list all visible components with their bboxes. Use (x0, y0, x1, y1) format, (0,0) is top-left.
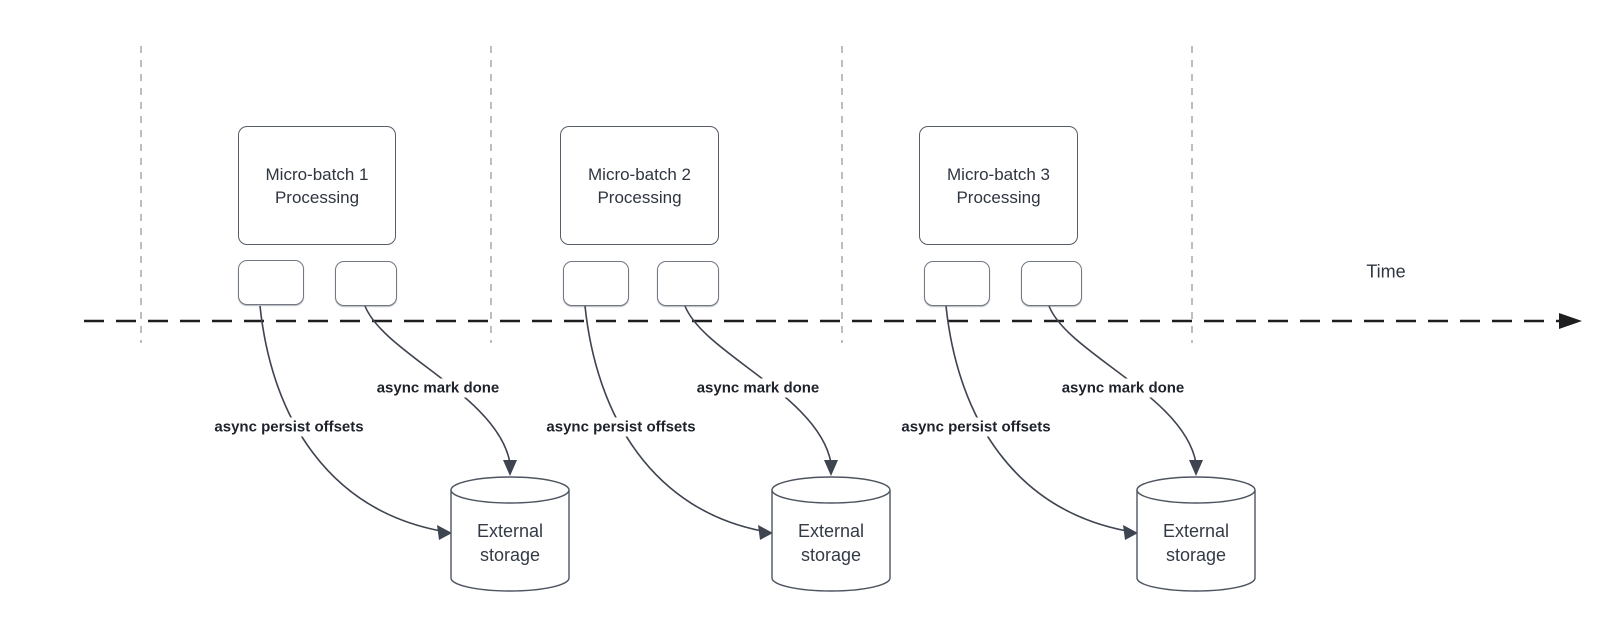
cylinder-top-1 (450, 476, 570, 504)
storage-cylinders (450, 476, 1256, 592)
mark-done-arrowhead-3 (1189, 460, 1203, 476)
persist-offsets-curve-1 (259, 305, 442, 532)
external-storage-cylinder-2 (771, 476, 891, 592)
external-storage-cylinder-1 (450, 476, 570, 592)
persist-offsets-curve-2 (584, 305, 763, 532)
persist-offsets-task-box-1 (238, 260, 304, 305)
external-storage-cylinder-3 (1136, 476, 1256, 592)
cylinder-top-3 (1136, 476, 1256, 504)
persist-arrowhead-2 (758, 525, 773, 540)
external-storage-label-3: External storage (1137, 519, 1255, 567)
persist-offsets-label-2: async persist offsets (543, 417, 699, 437)
mark-done-task-box-2 (657, 261, 719, 306)
mark-done-label-1: async mark done (373, 378, 503, 398)
cylinder-body-1 (450, 490, 570, 592)
microbatch-1-box: Micro-batch 1 Processing (238, 126, 396, 245)
external-storage-label-2: External storage (772, 519, 890, 567)
mark-done-curve-3 (1048, 305, 1197, 464)
microbatch-1-title-line1: Micro-batch 1 (265, 164, 369, 184)
external-storage-label-3-line1: External (1162, 521, 1230, 541)
persist-offsets-task-box-2 (563, 261, 629, 306)
persist-arrowhead-1 (437, 525, 452, 540)
mark-done-label-3: async mark done (1058, 378, 1188, 398)
mark-done-arrowhead-1 (503, 460, 517, 476)
mark-done-task-box-1 (335, 261, 397, 306)
microbatch-2-title-line1: Micro-batch 2 (588, 164, 691, 184)
microbatch-3-title-line1: Micro-batch 3 (947, 164, 1050, 184)
time-axis-arrowhead (1559, 313, 1582, 329)
external-storage-label-2-line1: External (797, 521, 865, 541)
mark-done-arrowhead-2 (824, 460, 838, 476)
connector-arrowheads (437, 460, 1203, 540)
mark-done-curve-1 (364, 305, 511, 464)
persist-arrowhead-3 (1123, 525, 1138, 540)
time-axis (84, 313, 1582, 329)
persist-offsets-label-1: async persist offsets (211, 417, 367, 437)
microbatch-3-title-line2: Processing (956, 187, 1041, 207)
cylinder-body-2 (771, 490, 891, 592)
persist-offsets-curve-3 (945, 305, 1128, 532)
external-storage-label-2-line2: storage (800, 545, 862, 565)
mark-done-curve-2 (684, 305, 832, 464)
cylinder-body-3 (1136, 490, 1256, 592)
microbatch-2-box: Micro-batch 2 Processing (560, 126, 719, 245)
persist-offsets-task-box-3 (924, 261, 990, 306)
external-storage-label-3-line2: storage (1165, 545, 1227, 565)
cylinder-top-2 (771, 476, 891, 504)
time-axis-label: Time (1366, 261, 1406, 282)
external-storage-label-1-line2: storage (479, 545, 541, 565)
external-storage-label-1-line1: External (476, 521, 544, 541)
mark-done-task-box-3 (1021, 261, 1082, 306)
microbatch-1-title-line2: Processing (274, 187, 360, 207)
microbatch-3-box: Micro-batch 3 Processing (919, 126, 1078, 245)
persist-offsets-label-3: async persist offsets (898, 417, 1054, 437)
mark-done-label-2: async mark done (693, 378, 823, 398)
external-storage-label-1: External storage (451, 519, 569, 567)
microbatch-2-title-line2: Processing (597, 187, 682, 207)
connector-curves (259, 305, 1197, 532)
